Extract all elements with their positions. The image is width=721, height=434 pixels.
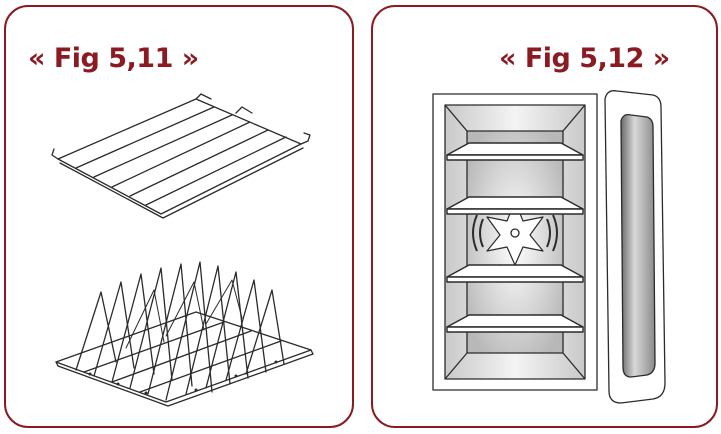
figure-panel-5-11: « Fig 5,11 » <box>4 5 354 428</box>
oven-interior-illustration <box>432 90 666 404</box>
figure-caption: « Fig 5,12 » <box>499 43 670 74</box>
wire-shelf-illustration <box>51 93 311 219</box>
figure-panel-5-12: « Fig 5,12 » <box>371 5 718 428</box>
figure-caption: « Fig 5,11 » <box>28 43 199 74</box>
roasting-rack-illustration <box>55 261 314 407</box>
